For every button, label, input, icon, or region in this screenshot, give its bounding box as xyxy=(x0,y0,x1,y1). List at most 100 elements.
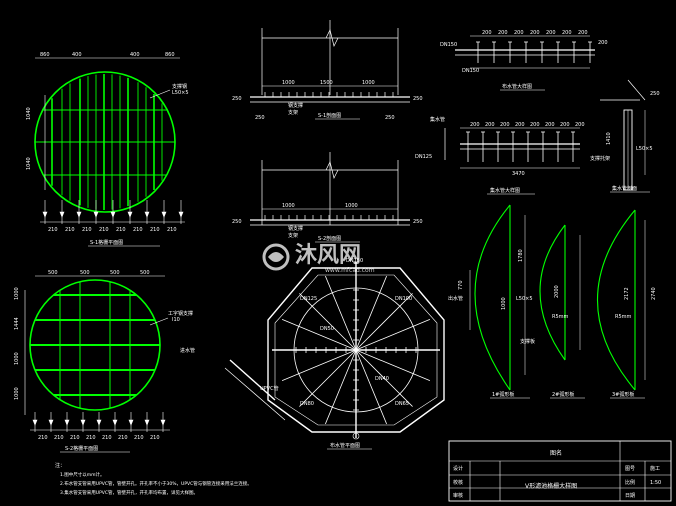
support-arrow xyxy=(59,211,65,218)
pipe-label: DN125 xyxy=(300,296,317,302)
bl-callout: 工字钢支撑 xyxy=(168,310,193,317)
bl-dim-left-1: 1000 xyxy=(14,287,20,300)
pipe-label: DN100 xyxy=(395,296,412,302)
bl-callout-2: I10 xyxy=(172,317,180,323)
pipe-label: DN65 xyxy=(395,401,409,407)
oct-top: DN150 xyxy=(346,258,363,264)
trd-dim: 200 xyxy=(482,30,492,36)
support-arrow xyxy=(128,419,134,426)
dim-top-4: 860 xyxy=(165,52,175,58)
dim-bottom: 210 xyxy=(116,227,126,233)
trd-caption: 布水管大样图 xyxy=(502,83,532,90)
arc2-dim: 2000 xyxy=(554,285,560,298)
support-arrow xyxy=(144,211,150,218)
mrd-label-right: 支撑托架 xyxy=(590,155,610,162)
arc3-dim2: 2740 xyxy=(651,287,657,300)
arc1-dim-vert: 1000 xyxy=(501,297,507,310)
s1-label-1: 钢支撑 xyxy=(288,102,303,109)
spoke-pipe xyxy=(355,349,413,407)
mrd-dim: 200 xyxy=(575,122,585,128)
tb-right-2: 比例 xyxy=(625,479,635,486)
support-arrow xyxy=(96,419,102,426)
s1-dim-2: 1500 xyxy=(320,80,333,86)
tb-left-3: 审核 xyxy=(453,492,463,499)
mrd-dim: 200 xyxy=(545,122,555,128)
bl-dim-bottom: 210 xyxy=(86,435,96,441)
tb-main-title: V形滤池格栅大样图 xyxy=(525,482,577,490)
bl-dim-top-1: 500 xyxy=(48,270,58,276)
notes-line-2: 2.布水管支管采用UPVC管，管壁开孔。开孔率不小于30%，UPVC管与钢管连接… xyxy=(60,480,252,487)
spoke-pipe xyxy=(355,349,431,381)
arc3-caption: 3#弧形板 xyxy=(612,391,634,398)
mrd-dim: 200 xyxy=(500,122,510,128)
pipe-label: DN50 xyxy=(320,326,334,332)
support-arrow xyxy=(178,211,184,218)
oct-caption: 布水管平面图 xyxy=(330,442,360,449)
spoke-pipe xyxy=(325,349,357,425)
mrd-caption: 集水管大样图 xyxy=(490,187,520,194)
support-arrow xyxy=(42,211,48,218)
support-arrow xyxy=(110,211,116,218)
support-arrow xyxy=(144,419,150,426)
callout-label-2: L50×5 xyxy=(172,90,189,96)
notes: 注： 1.图中尺寸以mm计。 2.布水管支管采用UPVC管，管壁开孔。开孔率不小… xyxy=(55,462,252,496)
callout-label: 支撑钢 xyxy=(172,83,187,90)
s2-dim-1: 1000 xyxy=(282,203,295,209)
svg-text:250: 250 xyxy=(650,91,660,97)
bl-caption: S-2格栅平面图 xyxy=(65,445,98,452)
section-2: 1000 1000 250 250 钢支撑 支架 S-2剖面图 xyxy=(232,152,423,243)
svg-text:250: 250 xyxy=(255,115,265,121)
tb-right-1: 图号 xyxy=(625,466,635,472)
s1-side-left: 250 xyxy=(232,96,242,102)
dim-bottom: 210 xyxy=(82,227,92,233)
trd-label: DN150 xyxy=(462,68,479,74)
spoke-pipe xyxy=(299,293,357,351)
dim-top-1: 860 xyxy=(40,52,50,58)
trd-dim: 200 xyxy=(530,30,540,36)
s2-label-2: 支架 xyxy=(288,232,298,239)
oct-left: 进水管 xyxy=(180,347,195,354)
trd-dim: 200 xyxy=(514,30,524,36)
dim-left-1: 1040 xyxy=(26,107,32,120)
svg-text:250: 250 xyxy=(385,115,395,121)
bl-dim-bottom: 210 xyxy=(102,435,112,441)
tb-right-3: 日期 xyxy=(625,493,635,499)
bl-dim-bottom: 210 xyxy=(134,435,144,441)
arc1-label2: 支撑板 xyxy=(520,338,535,345)
section-1: 1000 1500 1000 250 250 钢支撑 支架 250 250 S-… xyxy=(232,20,423,121)
support-arrow xyxy=(160,419,166,426)
spoke-pipe xyxy=(355,349,387,425)
arc-plates: 770 1780 1000 L50×5 支撑板 1#弧形板 2000 R5mm … xyxy=(458,204,657,399)
arc2-label: R5mm xyxy=(552,314,569,320)
oct-right: 出水管 xyxy=(448,295,463,302)
dim-bottom: 210 xyxy=(133,227,143,233)
trd-dim: 200 xyxy=(546,30,556,36)
bl-dim-left-2: 1444 xyxy=(14,317,20,330)
support-arrow xyxy=(48,419,54,426)
mrd-dim: 200 xyxy=(515,122,525,128)
pipe-label: DN40 xyxy=(375,376,389,382)
support-arrow xyxy=(76,211,82,218)
support-arrow xyxy=(32,419,38,426)
rsd-label: L50×5 xyxy=(636,146,653,152)
svg-text:DN150: DN150 xyxy=(440,42,457,48)
watermark: 沐风网 www.mfcad.com xyxy=(262,242,375,274)
support-arrow xyxy=(64,419,70,426)
bl-dim-bottom: 210 xyxy=(38,435,48,441)
dim-bottom: 210 xyxy=(99,227,109,233)
bl-dim-bottom: 210 xyxy=(118,435,128,441)
dim-top-2: 400 xyxy=(72,52,82,58)
mrd-dim: 200 xyxy=(485,122,495,128)
svg-text:集水管: 集水管 xyxy=(430,116,445,123)
title-block: 图名 V形滤池格栅大样图 设计 校核 审核 图号 比例 日期 施工 1:50 xyxy=(448,440,672,502)
mrd-dim: 200 xyxy=(530,122,540,128)
s2-label-1: 钢支撑 xyxy=(288,225,303,232)
tb-left-2: 校核 xyxy=(453,479,463,486)
support-arrow xyxy=(80,419,86,426)
trd-dim: 200 xyxy=(498,30,508,36)
